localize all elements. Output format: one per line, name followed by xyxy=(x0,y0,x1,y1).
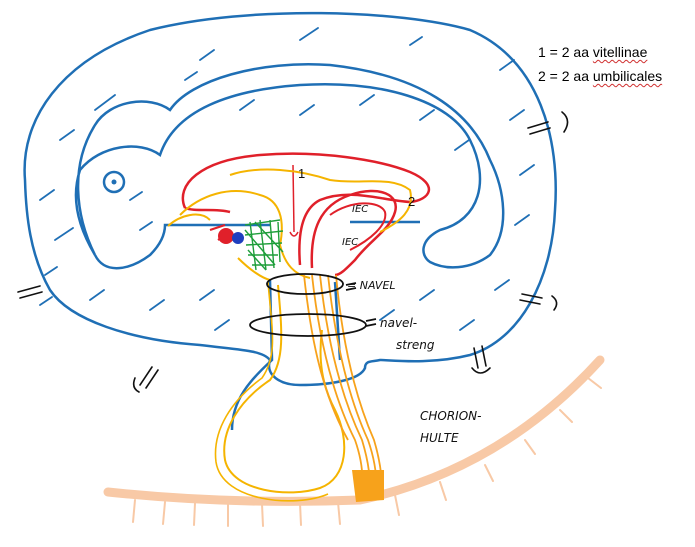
stalk-tip xyxy=(352,470,384,502)
label-navel: = NAVEL xyxy=(347,279,396,292)
legend-line-1-term: vitellinae xyxy=(593,44,647,60)
marker-2: 2 xyxy=(408,194,415,209)
vessel-red xyxy=(183,154,429,275)
legend-line-1: 1 = 2 aa vitellinae xyxy=(538,40,662,64)
label-chorion-2: HULTE xyxy=(420,431,459,445)
legend-line-2-prefix: 2 = 2 aa xyxy=(538,68,593,84)
label-chorion-1: CHORION- xyxy=(420,409,481,423)
umbilical-stalk xyxy=(304,275,382,500)
legend: 1 = 2 aa vitellinae 2 = 2 aa umbilicales xyxy=(538,40,662,88)
eye-icon xyxy=(104,172,124,192)
legend-line-2: 2 = 2 aa umbilicales xyxy=(538,64,662,88)
label-iec-upper: IEC xyxy=(352,204,368,215)
legend-line-1-prefix: 1 = 2 aa xyxy=(538,44,593,60)
label-navelstreng-1: navel- xyxy=(380,316,417,330)
mesh-green xyxy=(245,220,283,270)
label-iec-lower: IEC xyxy=(342,237,358,248)
amnion-outer xyxy=(25,13,556,430)
label-navelstreng-2: streng xyxy=(396,338,435,352)
legend-line-2-term: umbilicales xyxy=(593,68,662,84)
hatching xyxy=(40,28,534,330)
marker-1: 1 xyxy=(298,166,305,181)
